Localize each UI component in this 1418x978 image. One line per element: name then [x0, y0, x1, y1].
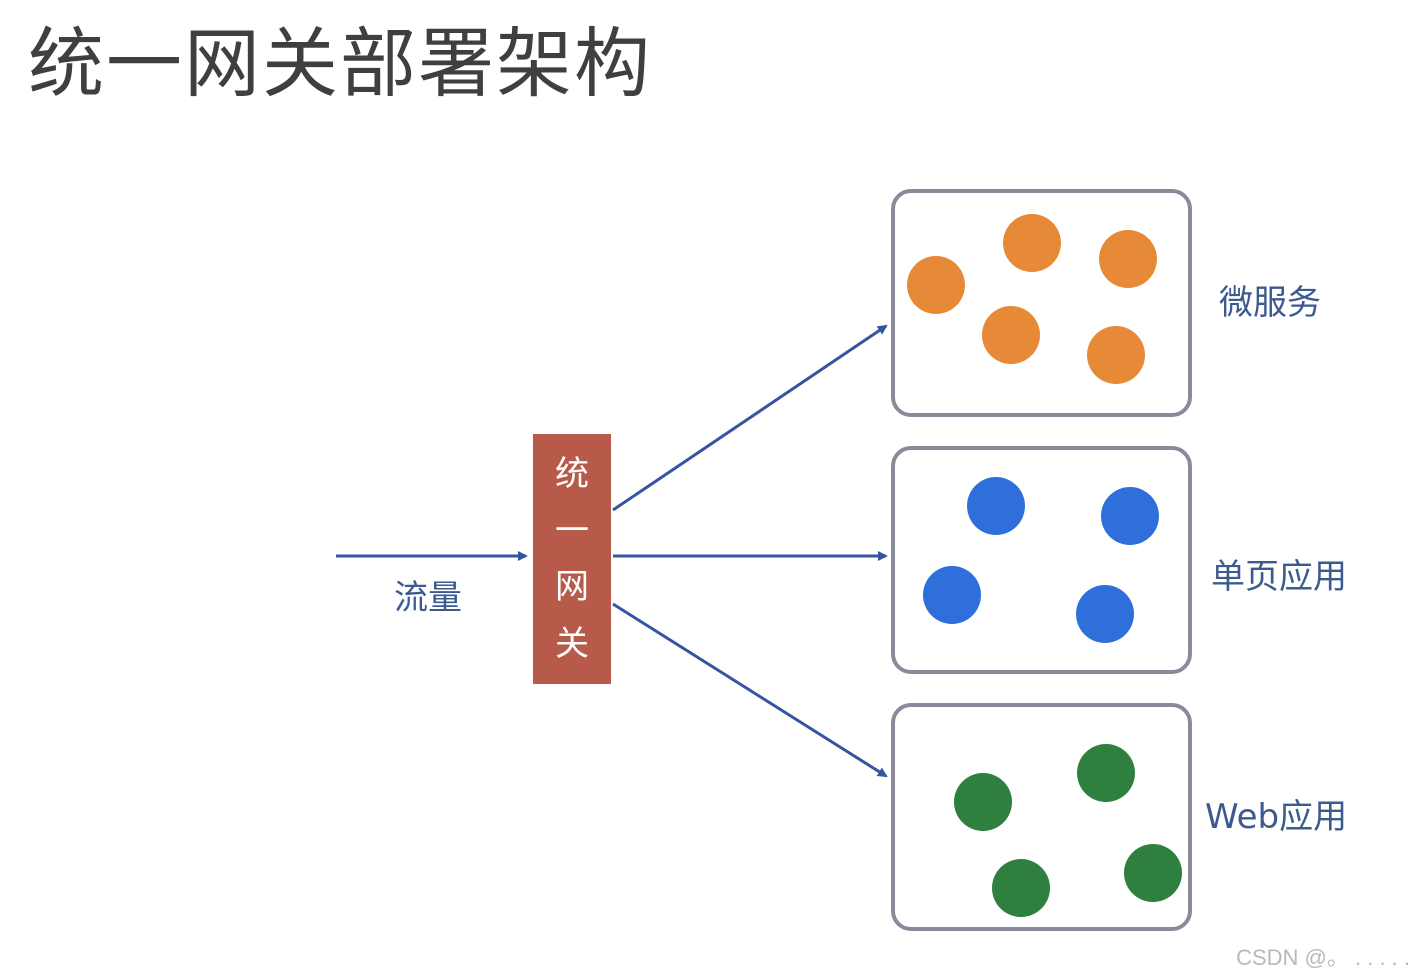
microservice-node [982, 306, 1040, 364]
microservices-label: 微服务 [1219, 283, 1321, 323]
gateway-char: 统 [555, 453, 589, 494]
arrow-to-web-app [612, 602, 888, 778]
gateway-char: 一 [555, 510, 589, 551]
arrow-to-microservices [612, 324, 888, 512]
gateway-label: 统 一 网 关 [533, 434, 611, 684]
spa-node [967, 477, 1025, 535]
gateway-char: 关 [555, 624, 589, 665]
page-title: 统一网关部署架构 [28, 19, 652, 108]
spa-label: 单页应用 [1211, 557, 1347, 597]
spa-box [891, 446, 1192, 674]
spa-node [1101, 487, 1159, 545]
web-app-node [992, 859, 1050, 917]
web-app-node [954, 773, 1012, 831]
microservice-node [1003, 214, 1061, 272]
web-app-node [1124, 844, 1182, 902]
watermark: CSDN @。 . . . . . [1236, 945, 1410, 970]
gateway-char: 网 [555, 567, 589, 608]
microservices-box [891, 189, 1192, 417]
microservice-node [907, 256, 965, 314]
spa-node [1076, 585, 1134, 643]
web-app-box [891, 703, 1192, 931]
spa-node [923, 566, 981, 624]
web-app-label: Web应用 [1205, 797, 1348, 837]
gateway-block [533, 434, 611, 684]
web-app-node [1077, 744, 1135, 802]
microservice-node [1099, 230, 1157, 288]
traffic-label: 流量 [394, 578, 462, 618]
microservice-node [1087, 326, 1145, 384]
